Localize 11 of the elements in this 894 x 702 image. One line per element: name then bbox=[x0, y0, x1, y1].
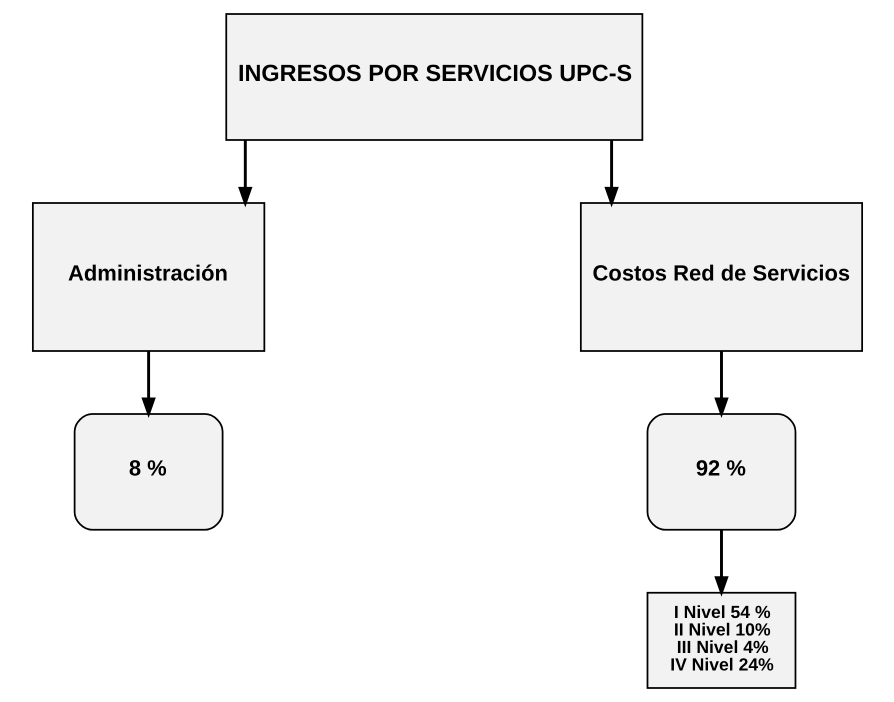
arrow bbox=[714, 530, 728, 597]
arrow bbox=[238, 140, 252, 208]
node-box: I Nivel 54 % II Nivel 10% III Nivel 4% IV Nivel 24% bbox=[646, 592, 796, 689]
arrow bbox=[714, 351, 728, 418]
arrow bbox=[604, 140, 618, 208]
node-box: Administración bbox=[31, 202, 265, 352]
node-box: 8 % bbox=[73, 413, 223, 531]
node-box: 92 % bbox=[646, 413, 796, 531]
node-box: Costos Red de Servicios bbox=[579, 202, 863, 352]
node-box: INGRESOS POR SERVICIOS UPC-S bbox=[224, 13, 643, 141]
arrow bbox=[140, 351, 156, 418]
